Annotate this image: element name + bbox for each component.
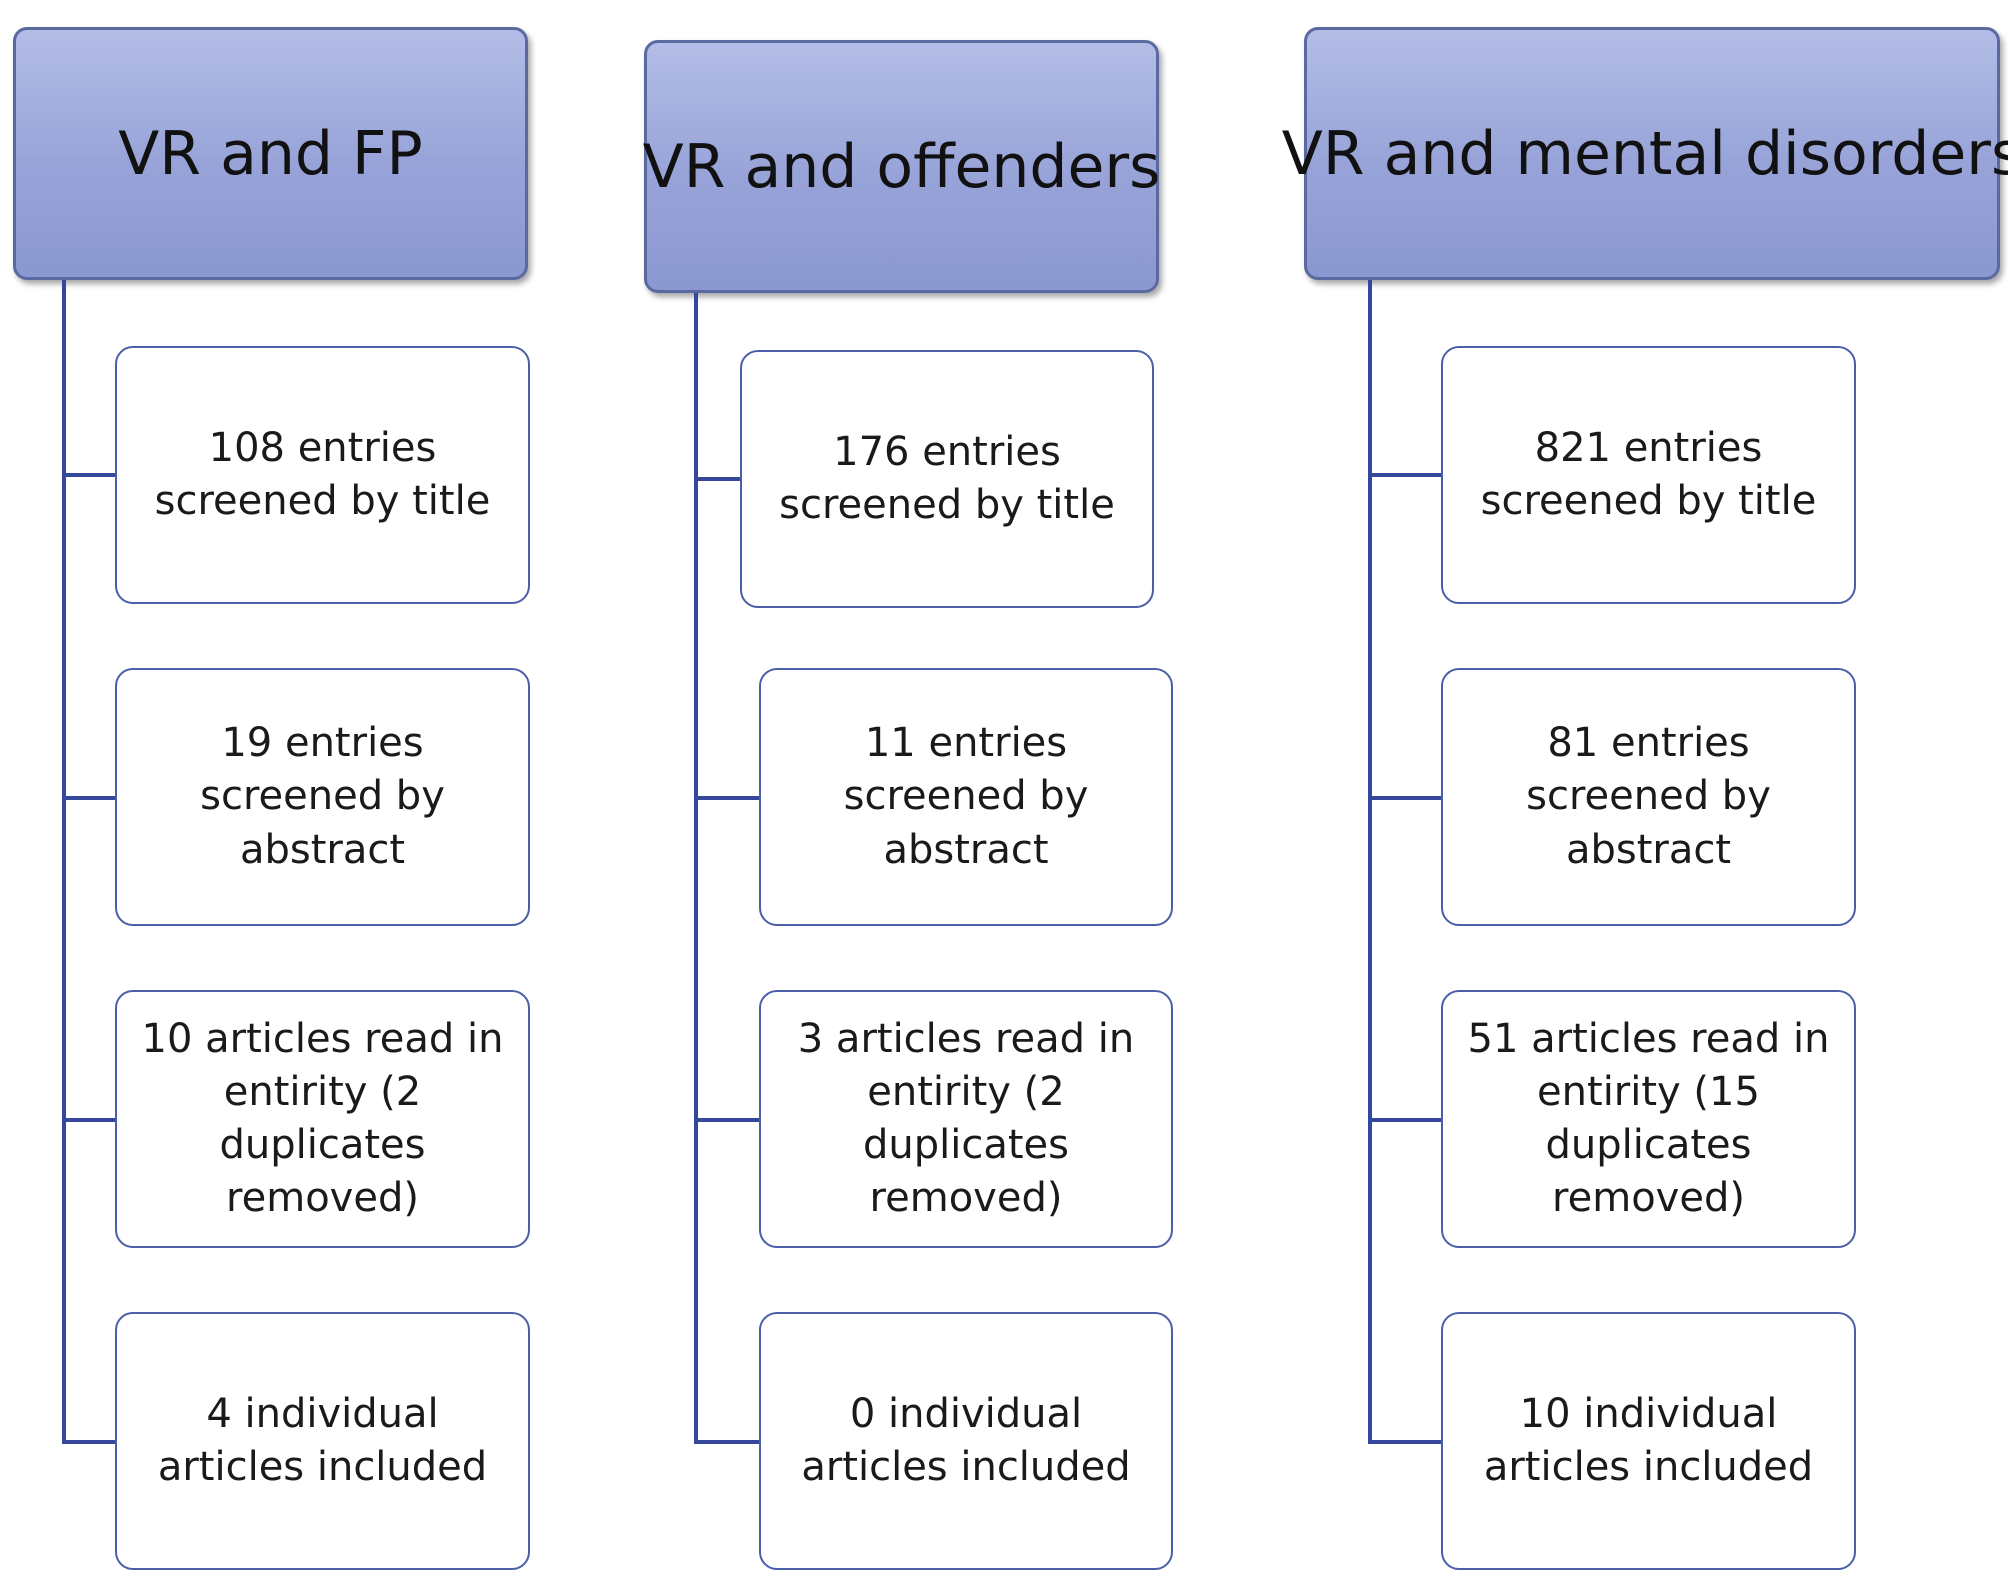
column-header: VR and FP: [13, 27, 528, 280]
column-vr-and-offenders: VR and offenders 176 entries screened by…: [630, 0, 1190, 1593]
connector-branch: [694, 1118, 760, 1122]
step-full-text-review: 51 articles read in entirity (15 duplica…: [1441, 990, 1856, 1248]
connector-branch: [62, 1118, 116, 1122]
step-title-screening: 108 entries screened by title: [115, 346, 530, 604]
column-header: VR and offenders: [643, 40, 1160, 293]
connector-trunk: [62, 280, 66, 1444]
step-title-screening: 176 entries screened by title: [740, 350, 1154, 608]
column-vr-and-fp: VR and FP 108 entries screened by title …: [0, 0, 540, 1593]
connector-branch: [62, 796, 116, 800]
step-full-text-review: 10 articles read in entirity (2 duplicat…: [115, 990, 530, 1248]
connector-branch: [1368, 1440, 1442, 1444]
connector-branch: [694, 796, 760, 800]
column-vr-and-mental-disorders: VR and mental disorders 821 entries scre…: [1282, 0, 2008, 1593]
connector-branch: [62, 1440, 116, 1444]
step-abstract-screening: 11 entries screened by abstract: [759, 668, 1173, 926]
connector-branch: [62, 473, 116, 477]
step-abstract-screening: 19 entries screened by abstract: [115, 668, 530, 926]
connector-branch: [1368, 1118, 1442, 1122]
connector-branch: [1368, 796, 1442, 800]
column-header: VR and mental disorders: [1282, 27, 2008, 280]
connector-branch: [1368, 473, 1442, 477]
step-articles-included: 10 individual articles included: [1441, 1312, 1856, 1570]
step-articles-included: 4 individual articles included: [115, 1312, 530, 1570]
step-abstract-screening: 81 entries screened by abstract: [1441, 668, 1856, 926]
connector-branch: [694, 1440, 760, 1444]
step-title-screening: 821 entries screened by title: [1441, 346, 1856, 604]
step-full-text-review: 3 articles read in entirity (2 duplicate…: [759, 990, 1173, 1248]
connector-trunk: [694, 293, 698, 1444]
step-articles-included: 0 individual articles included: [759, 1312, 1173, 1570]
connector-trunk: [1368, 280, 1372, 1444]
